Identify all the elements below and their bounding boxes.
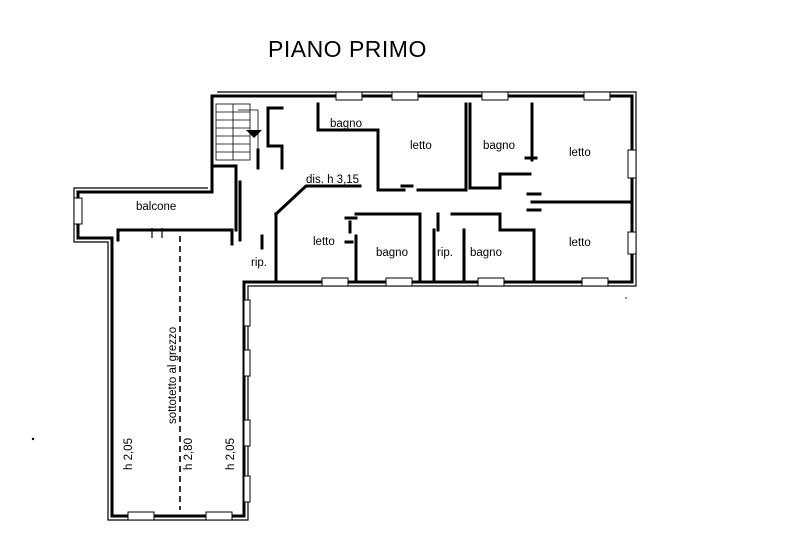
plan-title: PIANO PRIMO <box>268 36 427 62</box>
staircase <box>215 103 262 161</box>
room-label-sottotetto: sottotetto al grezzo <box>167 327 179 424</box>
room-label-bagno-2: bagno <box>483 140 515 152</box>
door-jambs <box>256 148 542 250</box>
room-label-bagno-4: bagno <box>470 247 502 259</box>
room-label-letto-4: letto <box>569 237 591 249</box>
room-label-letto-3: letto <box>313 236 335 248</box>
outer-wall-main <box>76 94 634 518</box>
height-label-right: h 2,05 <box>225 438 237 470</box>
stray-dot-2 <box>625 297 627 299</box>
room-label-bagno-3: bagno <box>376 247 408 259</box>
room-label-disimpegno: dis. h 3,15 <box>306 174 359 186</box>
corridor-walls <box>266 102 634 284</box>
hall-wall <box>210 94 242 242</box>
height-label-center: h 2,80 <box>183 438 195 470</box>
windows <box>73 91 637 521</box>
room-label-rip-1: rip. <box>251 257 267 269</box>
room-label-letto-1: letto <box>410 140 432 152</box>
balcony-inner-wall <box>116 228 234 246</box>
height-label-left: h 2,05 <box>123 438 135 470</box>
room-label-rip-2: rip. <box>437 247 453 259</box>
room-label-letto-2: letto <box>569 147 591 159</box>
room-label-balcone: balcone <box>136 201 176 213</box>
outer-wall-outline <box>73 91 637 521</box>
stray-dot <box>31 437 35 441</box>
room-label-bagno-1: bagno <box>330 118 362 130</box>
